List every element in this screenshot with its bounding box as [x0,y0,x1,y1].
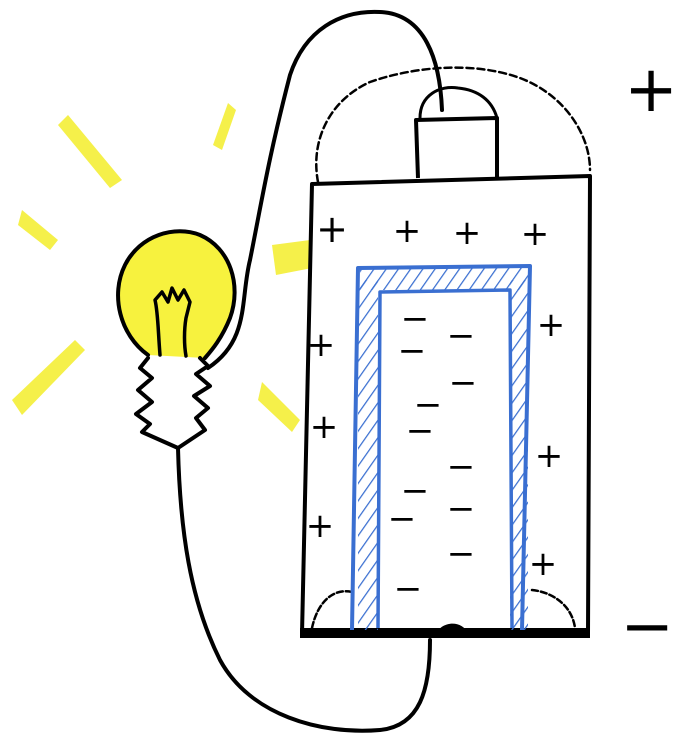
negative-charge: − [388,499,417,539]
positive-charge: + [529,544,558,584]
positive-terminal-label: + [624,53,674,127]
glow-ray [58,115,122,188]
separator-layer [352,266,530,630]
positive-charge: + [535,436,564,476]
positive-charge: + [393,211,422,251]
negative-charge: − [406,411,435,451]
glow-ray [258,382,300,432]
glow-ray [18,210,58,250]
negative-terminal-plate [300,628,590,638]
battery-bottom-bump [532,590,575,628]
negative-charge: − [447,489,476,529]
positive-charge: + [310,407,339,447]
negative-charge: − [447,447,476,487]
glow-ray [272,240,312,275]
battery-cap-dome [420,87,497,118]
positive-charge: + [453,213,482,253]
circuit-wires [178,12,442,731]
bulb-screw-base [136,358,210,448]
battery-dome-outline [316,68,590,182]
separator-left-band [358,280,378,630]
light-bulb [118,231,235,448]
positive-charge: + [316,207,348,251]
negative-charge: − [447,534,476,574]
positive-charge: + [521,214,550,254]
separator-top-band [360,268,528,290]
glow-ray [213,103,236,150]
negative-terminal-label: − [620,590,674,664]
negative-charge: − [398,331,427,371]
negative-charge: − [394,569,423,609]
positive-charge: + [537,305,566,345]
battery-bottom-bump [312,591,352,628]
positive-charge: + [306,506,335,546]
glow-ray [12,340,85,415]
positive-terminal-cap [416,118,497,180]
negative-charges: − − − − − − − − − − − − [388,299,478,609]
positive-charge: + [307,325,336,365]
negative-charge: − [449,363,478,403]
negative-charge: − [447,316,476,356]
